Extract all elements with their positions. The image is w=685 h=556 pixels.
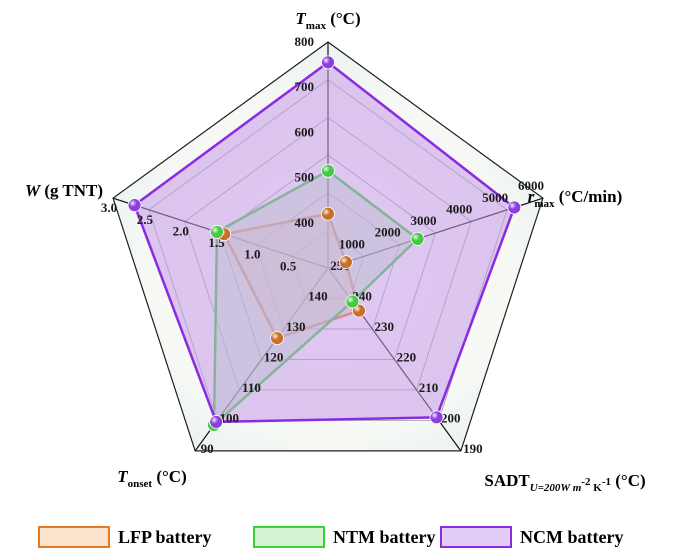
axis-title-main-sadt: SADT (484, 471, 530, 490)
tick-label-sadt-6: 190 (463, 441, 483, 456)
tick-label-w-5: 3.0 (101, 200, 117, 215)
legend-item-ncm: NCM battery (440, 524, 623, 550)
tick-label-sadt-3: 220 (397, 349, 417, 364)
axis-title-unit-sadt: (°C) (611, 471, 646, 490)
legend-swatch-lfp (38, 526, 110, 548)
axis-title-rmax: rmax (°C/min) (528, 187, 623, 210)
radar-chart: 400 500 600 700 800 1000 2000 3000 4000 5000 6000 2… (25, 9, 646, 494)
legend-swatch-ncm (440, 526, 512, 548)
tick-label-rmax-2: 3000 (410, 213, 436, 228)
radar-markers (127, 55, 522, 432)
tick-label-tonset-1: 130 (286, 319, 306, 334)
tick-label-w-3: 2.0 (173, 223, 189, 238)
tick-label-sadt-5: 200 (441, 410, 461, 425)
axis-title-tmax: Tmax (°C) (295, 9, 360, 32)
marker-shine-0-tmax (321, 207, 335, 221)
axis-title-unit-w: (g TNT) (40, 181, 103, 200)
tick-label-rmax-4: 5000 (482, 190, 508, 205)
tick-label-tonset-5: 90 (201, 441, 214, 456)
tick-label-rmax-5: 6000 (518, 178, 544, 193)
legend-label-ntm: NTM battery (333, 526, 436, 547)
marker-shine-0-tonset (270, 331, 284, 345)
tick-label-tmax-2: 600 (295, 124, 315, 139)
tick-label-tonset-4: 100 (220, 410, 240, 425)
tick-label-rmax-0: 1000 (339, 236, 365, 251)
axis-title-sub-sadt: U=200W m (530, 482, 582, 494)
axis-title-unit-tonset: (°C) (152, 467, 187, 486)
axis-title-sup-sadt: -2 (581, 476, 591, 488)
marker-shine-1-sadt (345, 295, 359, 309)
axis-title-unit-rmax: (°C/min) (555, 187, 623, 206)
tick-label-rmax-1: 2000 (375, 225, 401, 240)
radar-outer-border (112, 41, 544, 452)
radar-tick-labels: 400 500 600 700 800 1000 2000 3000 4000 5000 6000 2… (101, 34, 544, 456)
tick-label-rmax-3: 4000 (446, 201, 472, 216)
marker-shine-1-rmax (411, 232, 425, 246)
marker-shine-0-rmax (339, 255, 353, 269)
legend-swatch-ntm (253, 526, 325, 548)
axis-title-tonset: Tonset (°C) (117, 467, 187, 490)
tick-label-w-1: 1.0 (244, 247, 260, 262)
legend-label-lfp: LFP battery (118, 526, 212, 547)
tick-label-tmax-4: 800 (295, 34, 315, 49)
legend-item-ntm: NTM battery (253, 524, 435, 550)
axis-title-main-tonset: T (117, 467, 128, 486)
axis-title-sub2-sadt: K (591, 482, 603, 494)
radar-axis-titles: Tmax (°C)rmax (°C/min)SADTU=200W m-2 K-1… (25, 9, 646, 494)
legend-label-ncm: NCM battery (520, 526, 624, 547)
marker-shine-2-w (128, 198, 142, 212)
tick-label-tmax-0: 400 (295, 215, 315, 230)
radar-series (133, 61, 516, 427)
tick-label-tonset-0: 140 (308, 288, 328, 303)
axis-title-sup2-sadt: -1 (602, 476, 611, 488)
axis-title-unit-tmax: (°C) (326, 9, 361, 28)
tick-label-w-4: 2.5 (137, 212, 154, 227)
marker-shine-2-tmax (321, 55, 335, 69)
marker-shine-2-rmax (507, 200, 521, 214)
axis-title-sub-tonset: onset (128, 478, 153, 490)
axis-title-main-rmax: r (528, 187, 535, 206)
legend-item-lfp: LFP battery (38, 524, 211, 550)
axis-title-main-w: W (25, 181, 42, 200)
axis-title-sub-tmax: max (306, 20, 327, 32)
axis-title-sub-rmax: max (534, 198, 555, 210)
legend: LFP battery NTM battery NCM battery (38, 524, 658, 550)
tick-label-sadt-4: 210 (419, 380, 439, 395)
axis-title-w: W (g TNT) (25, 181, 103, 200)
tick-label-w-0: 0.5 (280, 258, 297, 273)
tick-label-sadt-2: 230 (375, 319, 395, 334)
marker-shine-2-sadt (429, 410, 443, 424)
axis-title-sadt: SADTU=200W m-2 K-1 (°C) (484, 471, 645, 494)
marker-shine-1-w (210, 225, 224, 239)
series-polygon-2 (133, 61, 516, 424)
marker-shine-2-tonset (209, 415, 223, 429)
tick-label-tonset-3: 110 (242, 380, 261, 395)
tick-label-tonset-2: 120 (264, 349, 284, 364)
tick-label-tmax-3: 700 (295, 79, 315, 94)
tick-label-tmax-1: 500 (295, 170, 315, 185)
marker-shine-1-tmax (321, 164, 335, 178)
axis-title-main-tmax: T (295, 9, 306, 28)
